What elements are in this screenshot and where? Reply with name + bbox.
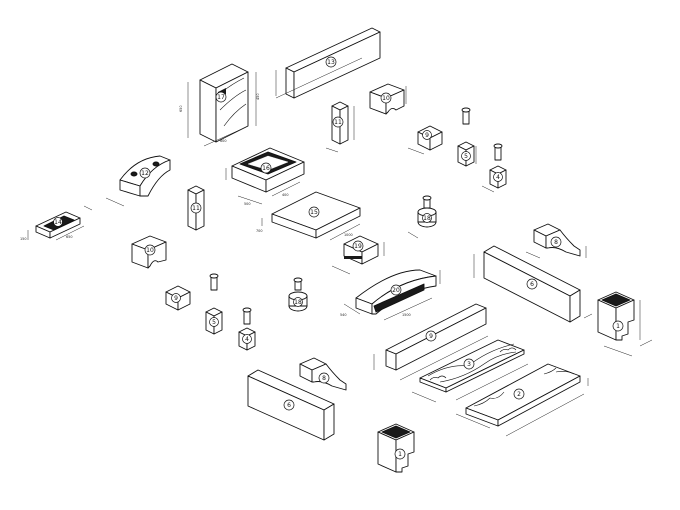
label-19: 19 [354, 243, 362, 250]
label-9a: 9 [425, 132, 429, 139]
label-6a: 6 [530, 281, 534, 288]
part-4b: 4 [238, 307, 256, 351]
part-15: 700 1000 15 [256, 191, 361, 241]
part-1a: 1 [597, 291, 653, 357]
svg-text:150: 150 [20, 237, 26, 241]
part-9a: 9 [407, 125, 443, 155]
svg-text:540: 540 [340, 313, 346, 317]
label-13: 13 [327, 59, 335, 66]
part-10b: 10 [131, 235, 167, 269]
svg-text:650: 650 [66, 235, 72, 239]
part-17: 650 600 450 17 [179, 63, 260, 147]
part-5b: 5 [205, 273, 223, 335]
label-6b: 6 [287, 402, 291, 409]
part-10a: 10 [369, 83, 407, 115]
part-7: 9 [373, 303, 489, 381]
label-11a: 11 [334, 119, 342, 126]
label-18b: 18 [294, 299, 302, 306]
label-15: 15 [310, 209, 318, 216]
part-4a: 4 [481, 143, 507, 193]
part-20: 540 1500 20 [340, 269, 441, 321]
label-8b: 8 [322, 375, 326, 382]
svg-text:450: 450 [256, 94, 260, 100]
part-8b: 8 [299, 357, 347, 391]
part-18b: 18 [288, 277, 308, 312]
label-1a: 1 [616, 323, 620, 330]
label-7: 9 [429, 333, 433, 340]
label-4a: 4 [496, 174, 500, 181]
label-10b: 10 [146, 247, 154, 254]
label-2: 2 [517, 391, 521, 398]
part-11a: 11 [325, 101, 355, 153]
part-19: 19 [331, 235, 385, 275]
label-14: 14 [54, 219, 62, 226]
part-6b: 6 [247, 369, 335, 441]
label-5a: 5 [464, 153, 468, 160]
part-11b: 11 [187, 185, 205, 231]
label-20: 20 [392, 287, 400, 294]
label-11b: 11 [192, 205, 200, 212]
part-5a: 5 [457, 107, 477, 167]
label-3: 3 [467, 361, 471, 368]
label-8a: 8 [554, 239, 558, 246]
label-12: 12 [141, 170, 149, 177]
part-13: 13 [275, 27, 381, 99]
part-16: 500 400 16 [225, 147, 305, 206]
label-9b: 9 [174, 295, 178, 302]
part-3: 3 [411, 339, 529, 403]
svg-text:1500: 1500 [402, 313, 411, 317]
part-12: 12 [105, 155, 171, 207]
label-5b: 5 [212, 319, 216, 326]
svg-text:500: 500 [244, 202, 250, 206]
svg-text:650: 650 [179, 106, 183, 112]
label-1b: 1 [398, 451, 402, 458]
label-10a: 10 [382, 95, 390, 102]
part-2: 2 [455, 363, 589, 437]
part-14: 150 650 14 [20, 205, 93, 241]
label-18a: 18 [423, 215, 431, 222]
svg-text:400: 400 [282, 193, 288, 197]
part-9b: 9 [165, 285, 191, 311]
label-4b: 4 [245, 336, 249, 343]
label-16: 16 [262, 165, 270, 172]
svg-text:1000: 1000 [344, 233, 353, 237]
part-18a: 18 [407, 195, 437, 239]
part-8a: 8 [525, 223, 587, 259]
part-1b: 1 [377, 423, 415, 473]
part-6a: 6 [473, 245, 593, 323]
label-17: 17 [217, 94, 225, 101]
svg-text:600: 600 [220, 139, 226, 143]
svg-text:700: 700 [256, 229, 262, 233]
